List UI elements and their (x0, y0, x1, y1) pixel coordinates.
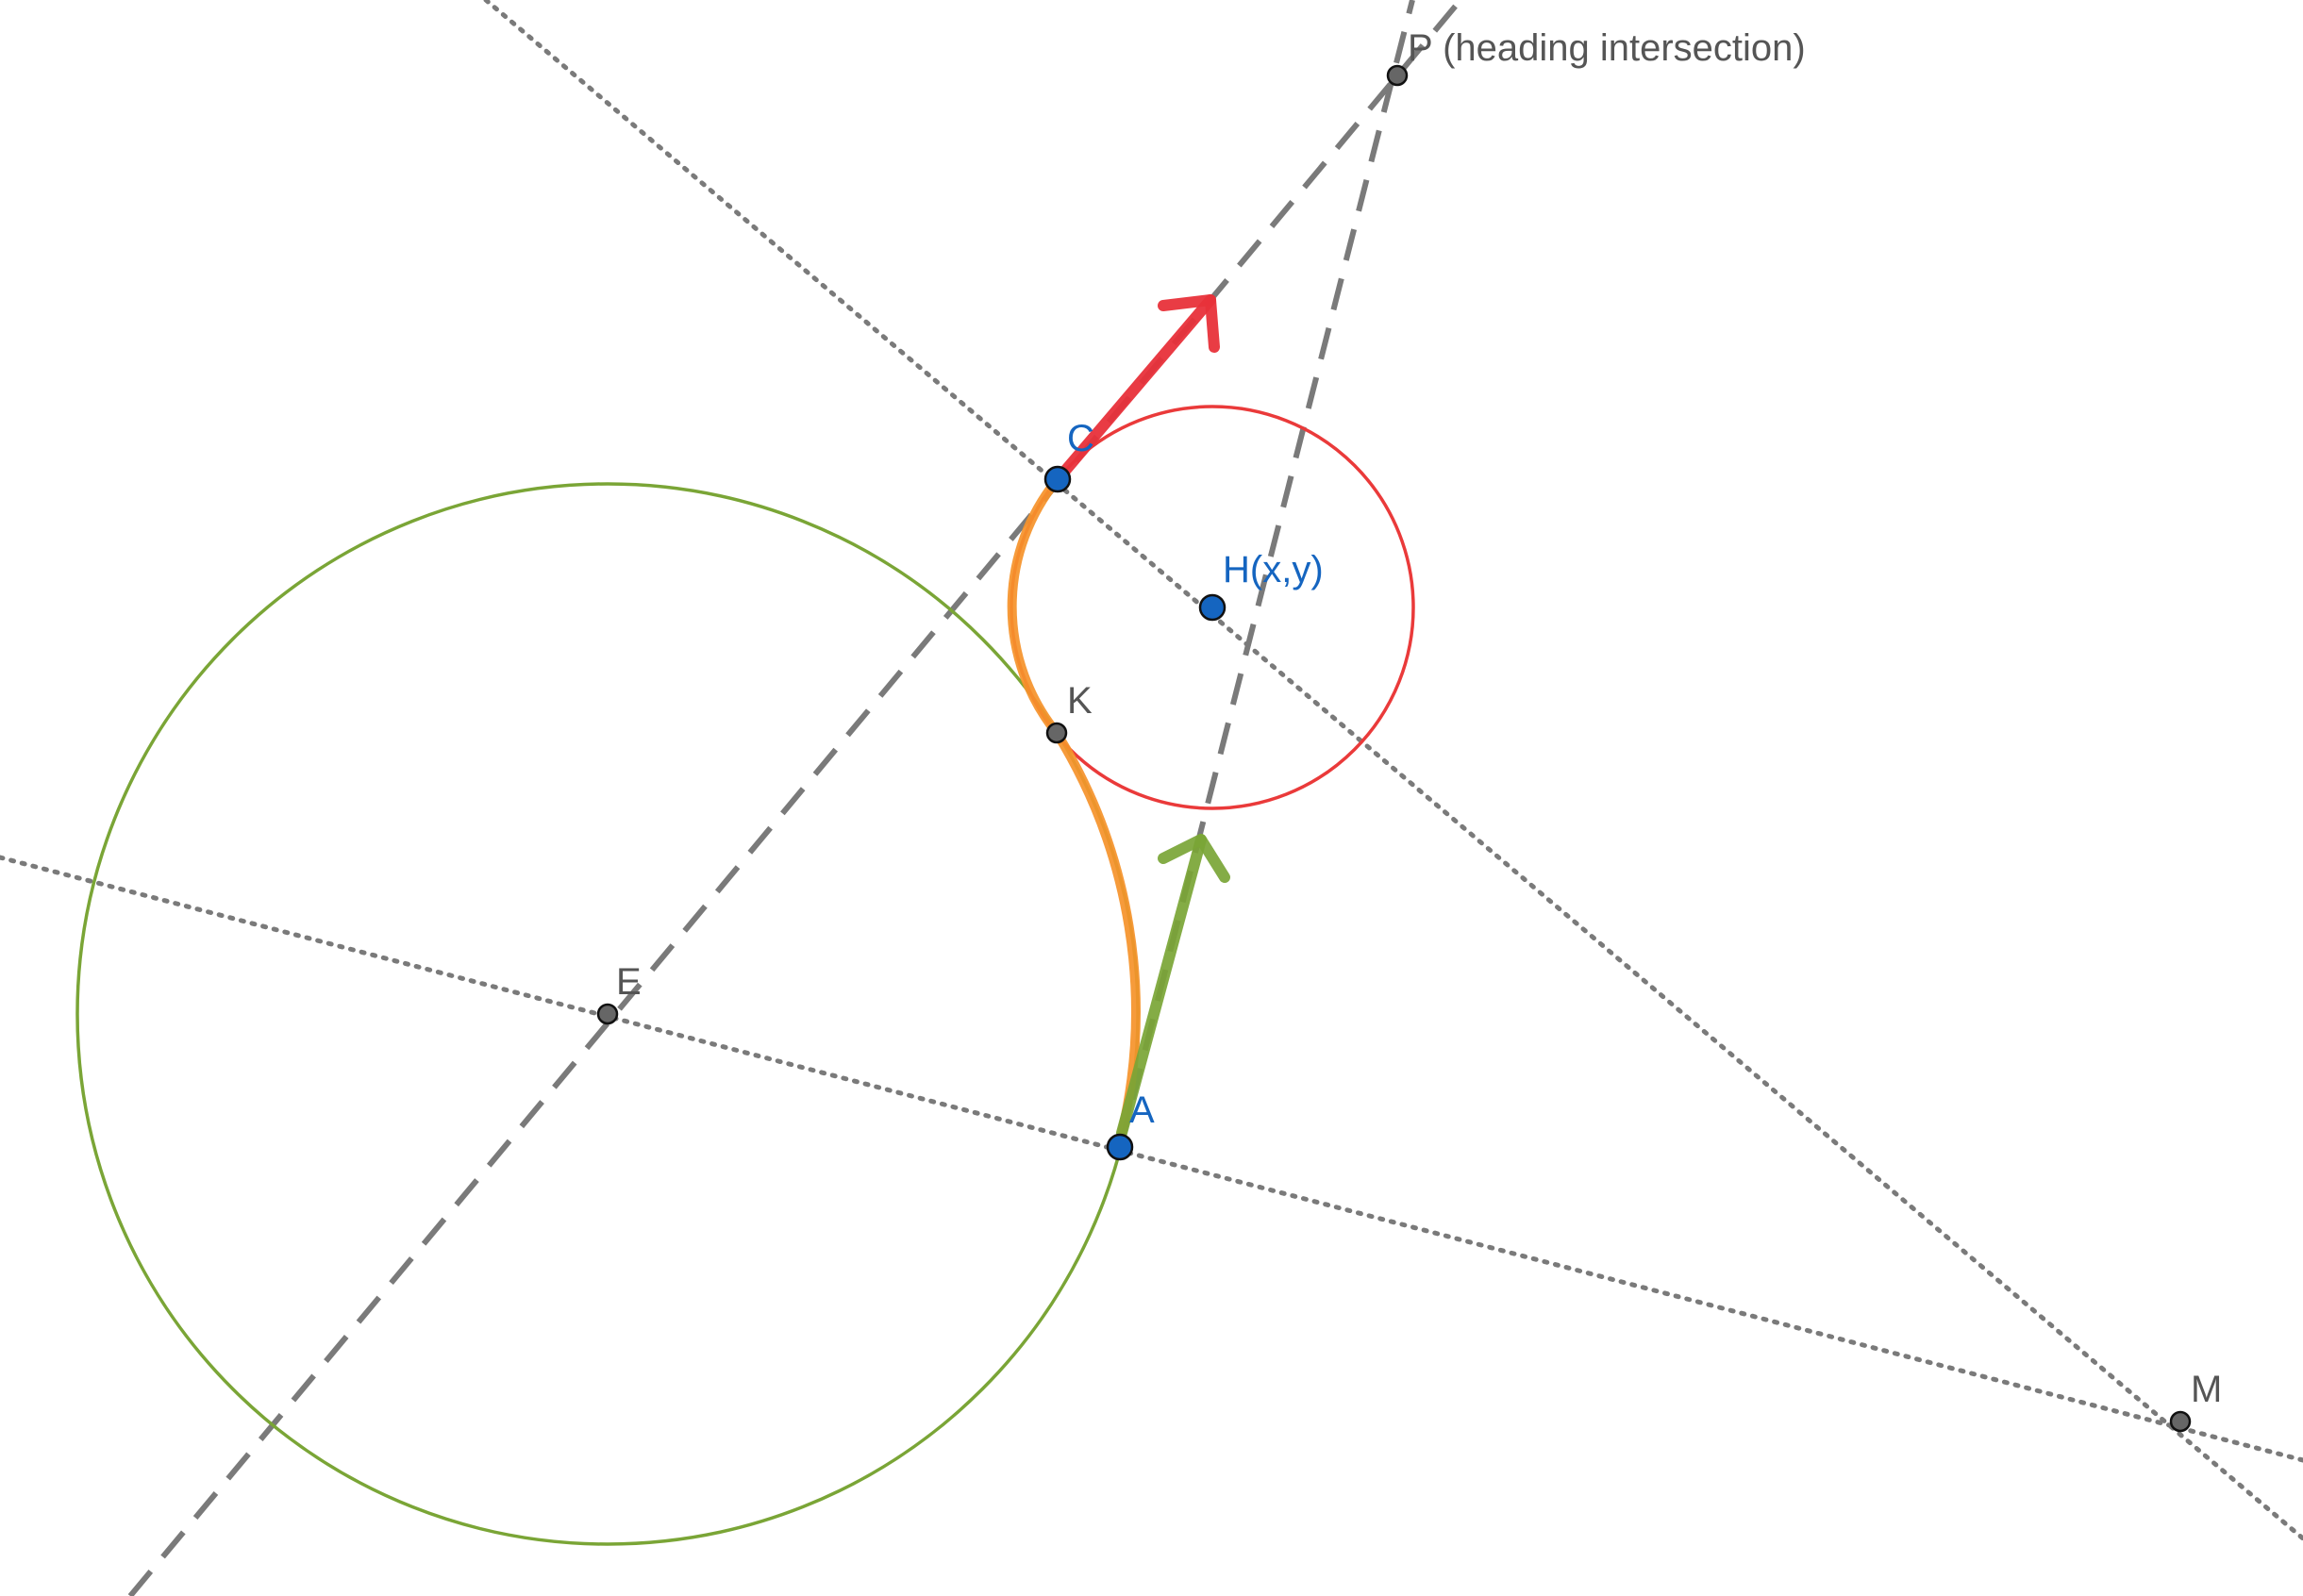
point-a[interactable] (1106, 1133, 1134, 1161)
point-m[interactable] (2169, 1410, 2192, 1433)
label-c: C (1067, 418, 1094, 459)
point-p[interactable] (1386, 64, 1409, 87)
point-c[interactable] (1043, 465, 1072, 493)
dotted-line-aem (0, 855, 2303, 1463)
green-heading-arrow (1116, 834, 1230, 1139)
label-a: A (1129, 1089, 1155, 1131)
point-k[interactable] (1045, 722, 1068, 744)
label-p: P (heading intersection) (1408, 27, 1806, 69)
label-k: K (1067, 680, 1093, 722)
dashed-line-ecp (127, 0, 1463, 1596)
dashed-line-ahp (1117, 0, 1415, 1150)
point-e[interactable] (596, 1003, 619, 1025)
label-m: M (2191, 1369, 2222, 1410)
red-heading-arrow (1054, 294, 1220, 483)
dotted-line-chm (483, 0, 2303, 1541)
label-h: H(x,y) (1223, 549, 1324, 590)
point-h[interactable] (1198, 593, 1227, 622)
orange-path (1007, 474, 1141, 1138)
label-e: E (616, 961, 642, 1003)
